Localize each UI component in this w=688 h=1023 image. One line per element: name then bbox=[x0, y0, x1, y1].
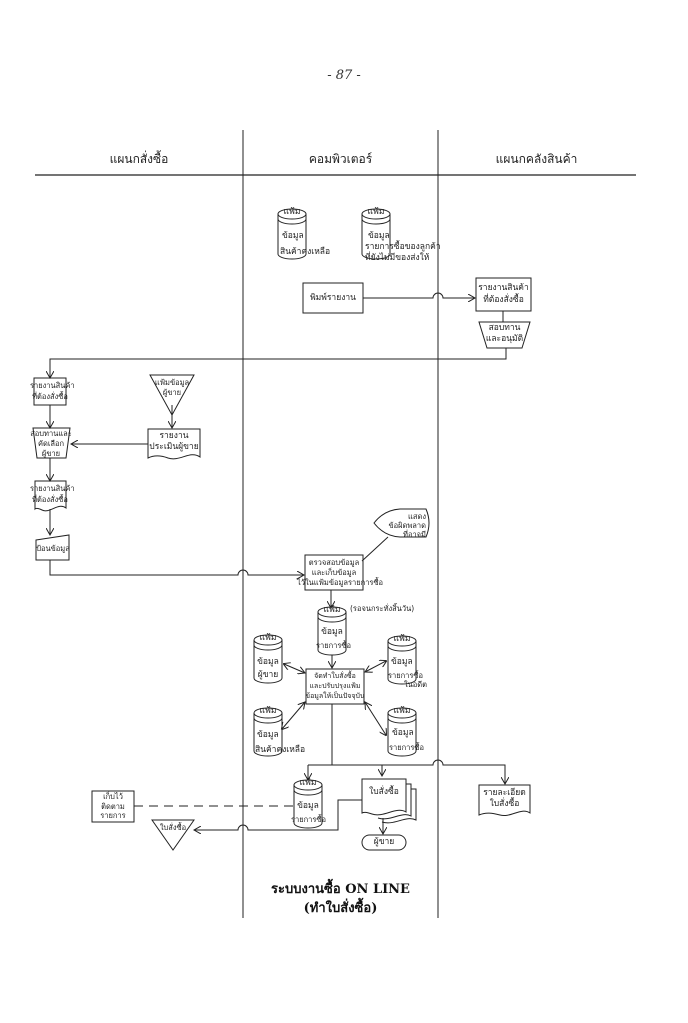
input-data-shape bbox=[35, 534, 70, 561]
db-vendor-shape bbox=[253, 634, 283, 684]
keep-track-label-1: เก็บไว้ bbox=[103, 792, 123, 801]
po-file-shape bbox=[151, 819, 195, 851]
vendor-eval-shape bbox=[147, 428, 201, 460]
pur-report2-shape bbox=[34, 480, 67, 512]
error-display-shape bbox=[373, 508, 430, 538]
link-stock-makepo bbox=[282, 702, 305, 729]
pur-report1-label-2: ที่ต้องสั่งซื้อ bbox=[32, 392, 68, 401]
db-purchase-tx-label-1: ข้อมูล bbox=[321, 627, 343, 637]
page-number: - 87 - bbox=[327, 68, 361, 83]
review-select-shape bbox=[32, 427, 71, 459]
db-stock-top-shape bbox=[277, 208, 307, 260]
vendor-eval-label-1: รายงาน bbox=[159, 431, 189, 441]
db-purchase-tx-label-2: รายการซื้อ bbox=[316, 641, 352, 650]
db-purchase-mid-label-2: รายการซื้อ bbox=[389, 743, 425, 752]
db-purchase-mid-shape bbox=[387, 707, 417, 757]
wh-review-shape bbox=[478, 321, 531, 349]
make-po-label-1: จัดทำใบสั่งซื้อ bbox=[314, 672, 356, 680]
vendor-file-label-2: ผู้ขาย bbox=[162, 388, 182, 397]
validate-box bbox=[304, 554, 364, 591]
wh-report-label-2: ที่ต้องสั่งซื้อ bbox=[483, 295, 524, 305]
db-stock-mid-label-1: ข้อมูล bbox=[257, 730, 279, 740]
db-purchase-tx-tag: แฟ้ม bbox=[323, 605, 341, 615]
pur-report1-label-1: รายงานสินค้า bbox=[30, 381, 75, 390]
validate-label-3: ไว้ในแฟ้มข้อมูลรายการซื้อ bbox=[297, 578, 384, 587]
validate-label-1: ตรวจสอบข้อมูล bbox=[308, 558, 360, 567]
wh-review-label-2: และอนุมัติ bbox=[485, 334, 524, 344]
vendor-terminal-shape bbox=[361, 834, 407, 851]
review-select-label-2: คัดเลือก bbox=[37, 439, 65, 448]
print-report-label: พิมพ์รายงาน bbox=[310, 293, 356, 303]
db-vendor-tag: แฟ้ม bbox=[259, 633, 277, 643]
make-po-box bbox=[305, 668, 365, 705]
lane-header-computer: คอมพิวเตอร์ bbox=[308, 152, 373, 166]
make-po-label-3: ข้อมูลให้เป็นปัจจุบัน bbox=[305, 692, 365, 700]
lane-header-purchasing: แผนกสั่งซื้อ bbox=[109, 152, 169, 166]
link-vendor-makepo bbox=[284, 664, 305, 673]
lane-header-warehouse: แผนกคลังสินค้า bbox=[495, 152, 578, 166]
link-past-makepo bbox=[365, 661, 386, 672]
connector-print-to-whreport bbox=[363, 292, 475, 298]
db-vendor-label-1: ข้อมูล bbox=[257, 657, 279, 667]
vendor-terminal-label: ผู้ขาย bbox=[373, 837, 395, 847]
db-purchase-bottom-tag: แฟ้ม bbox=[299, 778, 317, 788]
po-detail-label-1: รายละเอียด bbox=[483, 788, 526, 798]
review-select-label-1: สอบทานและ bbox=[30, 429, 72, 438]
input-data-label: ป้อนข้อมูล bbox=[36, 544, 70, 553]
distribution-bus bbox=[308, 759, 506, 781]
db-stock-top-label-1: ข้อมูล bbox=[282, 231, 304, 241]
db-purchase-past-label-2: รายการซื้อ bbox=[388, 671, 424, 680]
db-customer-orders-label-2: รายการซื้อของลูกค้า bbox=[365, 242, 441, 252]
keep-track-label-3: รายการ bbox=[100, 811, 126, 820]
db-purchase-past-label-1: ข้อมูล bbox=[391, 657, 413, 667]
error-display-label-1: แสดง bbox=[408, 512, 426, 521]
validate-label-2: และเก็บข้อมูล bbox=[311, 568, 357, 577]
db-customer-orders-label-3: ที่ยังไม่มีของส่งให้ bbox=[365, 253, 430, 263]
db-stock-mid-tag: แฟ้ม bbox=[259, 706, 277, 716]
db-purchase-past-tag: แฟ้ม bbox=[393, 634, 411, 644]
po-file-label: ใบสั่งซื้อ bbox=[159, 823, 187, 832]
purchase-order-shape bbox=[361, 778, 417, 824]
error-display-label-3: ที่อาจมี bbox=[403, 530, 426, 539]
connector-po-to-pofile bbox=[194, 799, 362, 830]
db-purchase-bottom-label-2: รายการซื้อ bbox=[291, 815, 327, 824]
db-purchase-mid-tag: แฟ้ม bbox=[393, 706, 411, 716]
vendor-file-shape bbox=[149, 374, 195, 417]
db-stock-top-tag: แฟ้ม bbox=[283, 207, 301, 217]
link-purchase-makepo bbox=[365, 702, 386, 735]
db-purchase-tx-shape bbox=[317, 606, 347, 656]
vendor-file-label-1: แฟ้มข้อมูล bbox=[154, 378, 190, 387]
db-purchase-bottom-label-1: ข้อมูล bbox=[297, 801, 319, 811]
wh-review-label-1: สอบทาน bbox=[488, 323, 521, 333]
pur-report2-label-1: รายงานสินค้า bbox=[30, 484, 75, 493]
review-select-label-3: ผู้ขาย bbox=[41, 449, 61, 458]
pur-report2-label-2: ที่ต้องสั่งซื้อ bbox=[32, 495, 68, 504]
make-po-label-2: และปรับปรุงแฟ้ม bbox=[309, 682, 361, 690]
vendor-eval-label-2: ประเมินผู้ขาย bbox=[149, 442, 199, 452]
connector-validate-to-error bbox=[361, 536, 389, 562]
wh-report-label-1: รายงานสินค้า bbox=[478, 283, 529, 293]
db-customer-orders-tag: แฟ้ม bbox=[367, 207, 385, 217]
error-display-label-2: ข้อผิดพลาด bbox=[388, 521, 426, 530]
connector-input-to-validate bbox=[49, 560, 304, 575]
db-vendor-label-2: ผู้ขาย bbox=[257, 670, 279, 680]
db-stock-top-label-2: สินค้าคงเหลือ bbox=[280, 247, 331, 257]
po-detail-shape bbox=[478, 784, 531, 817]
db-purchase-mid-label-1: ข้อมูล bbox=[392, 728, 414, 738]
db-purchase-past-label-3: ในอดีต bbox=[404, 680, 428, 689]
db-purchase-tx-note: (รอจนกระทั่งสิ้นวัน) bbox=[350, 604, 415, 613]
db-customer-orders-shape bbox=[361, 208, 391, 260]
db-stock-mid-label-2: สินค้าคงเหลือ bbox=[255, 745, 306, 755]
connector-review-to-purchasing bbox=[50, 348, 507, 378]
db-purchase-past-shape bbox=[387, 635, 417, 685]
keep-track-label-2: ติดตาม bbox=[101, 801, 125, 811]
diagram-caption-line-1: ระบบงานซื้อ ON LINE bbox=[271, 882, 410, 897]
purchase-order-label: ใบสั่งซื้อ bbox=[369, 787, 399, 797]
po-detail-label-2: ใบสั่งซื้อ bbox=[489, 799, 520, 809]
db-purchase-bottom-shape bbox=[293, 779, 323, 829]
diagram-caption-line-2: (ทำใบสั่งซื้อ) bbox=[303, 901, 378, 916]
db-customer-orders-label-1: ข้อมูล bbox=[368, 231, 390, 241]
